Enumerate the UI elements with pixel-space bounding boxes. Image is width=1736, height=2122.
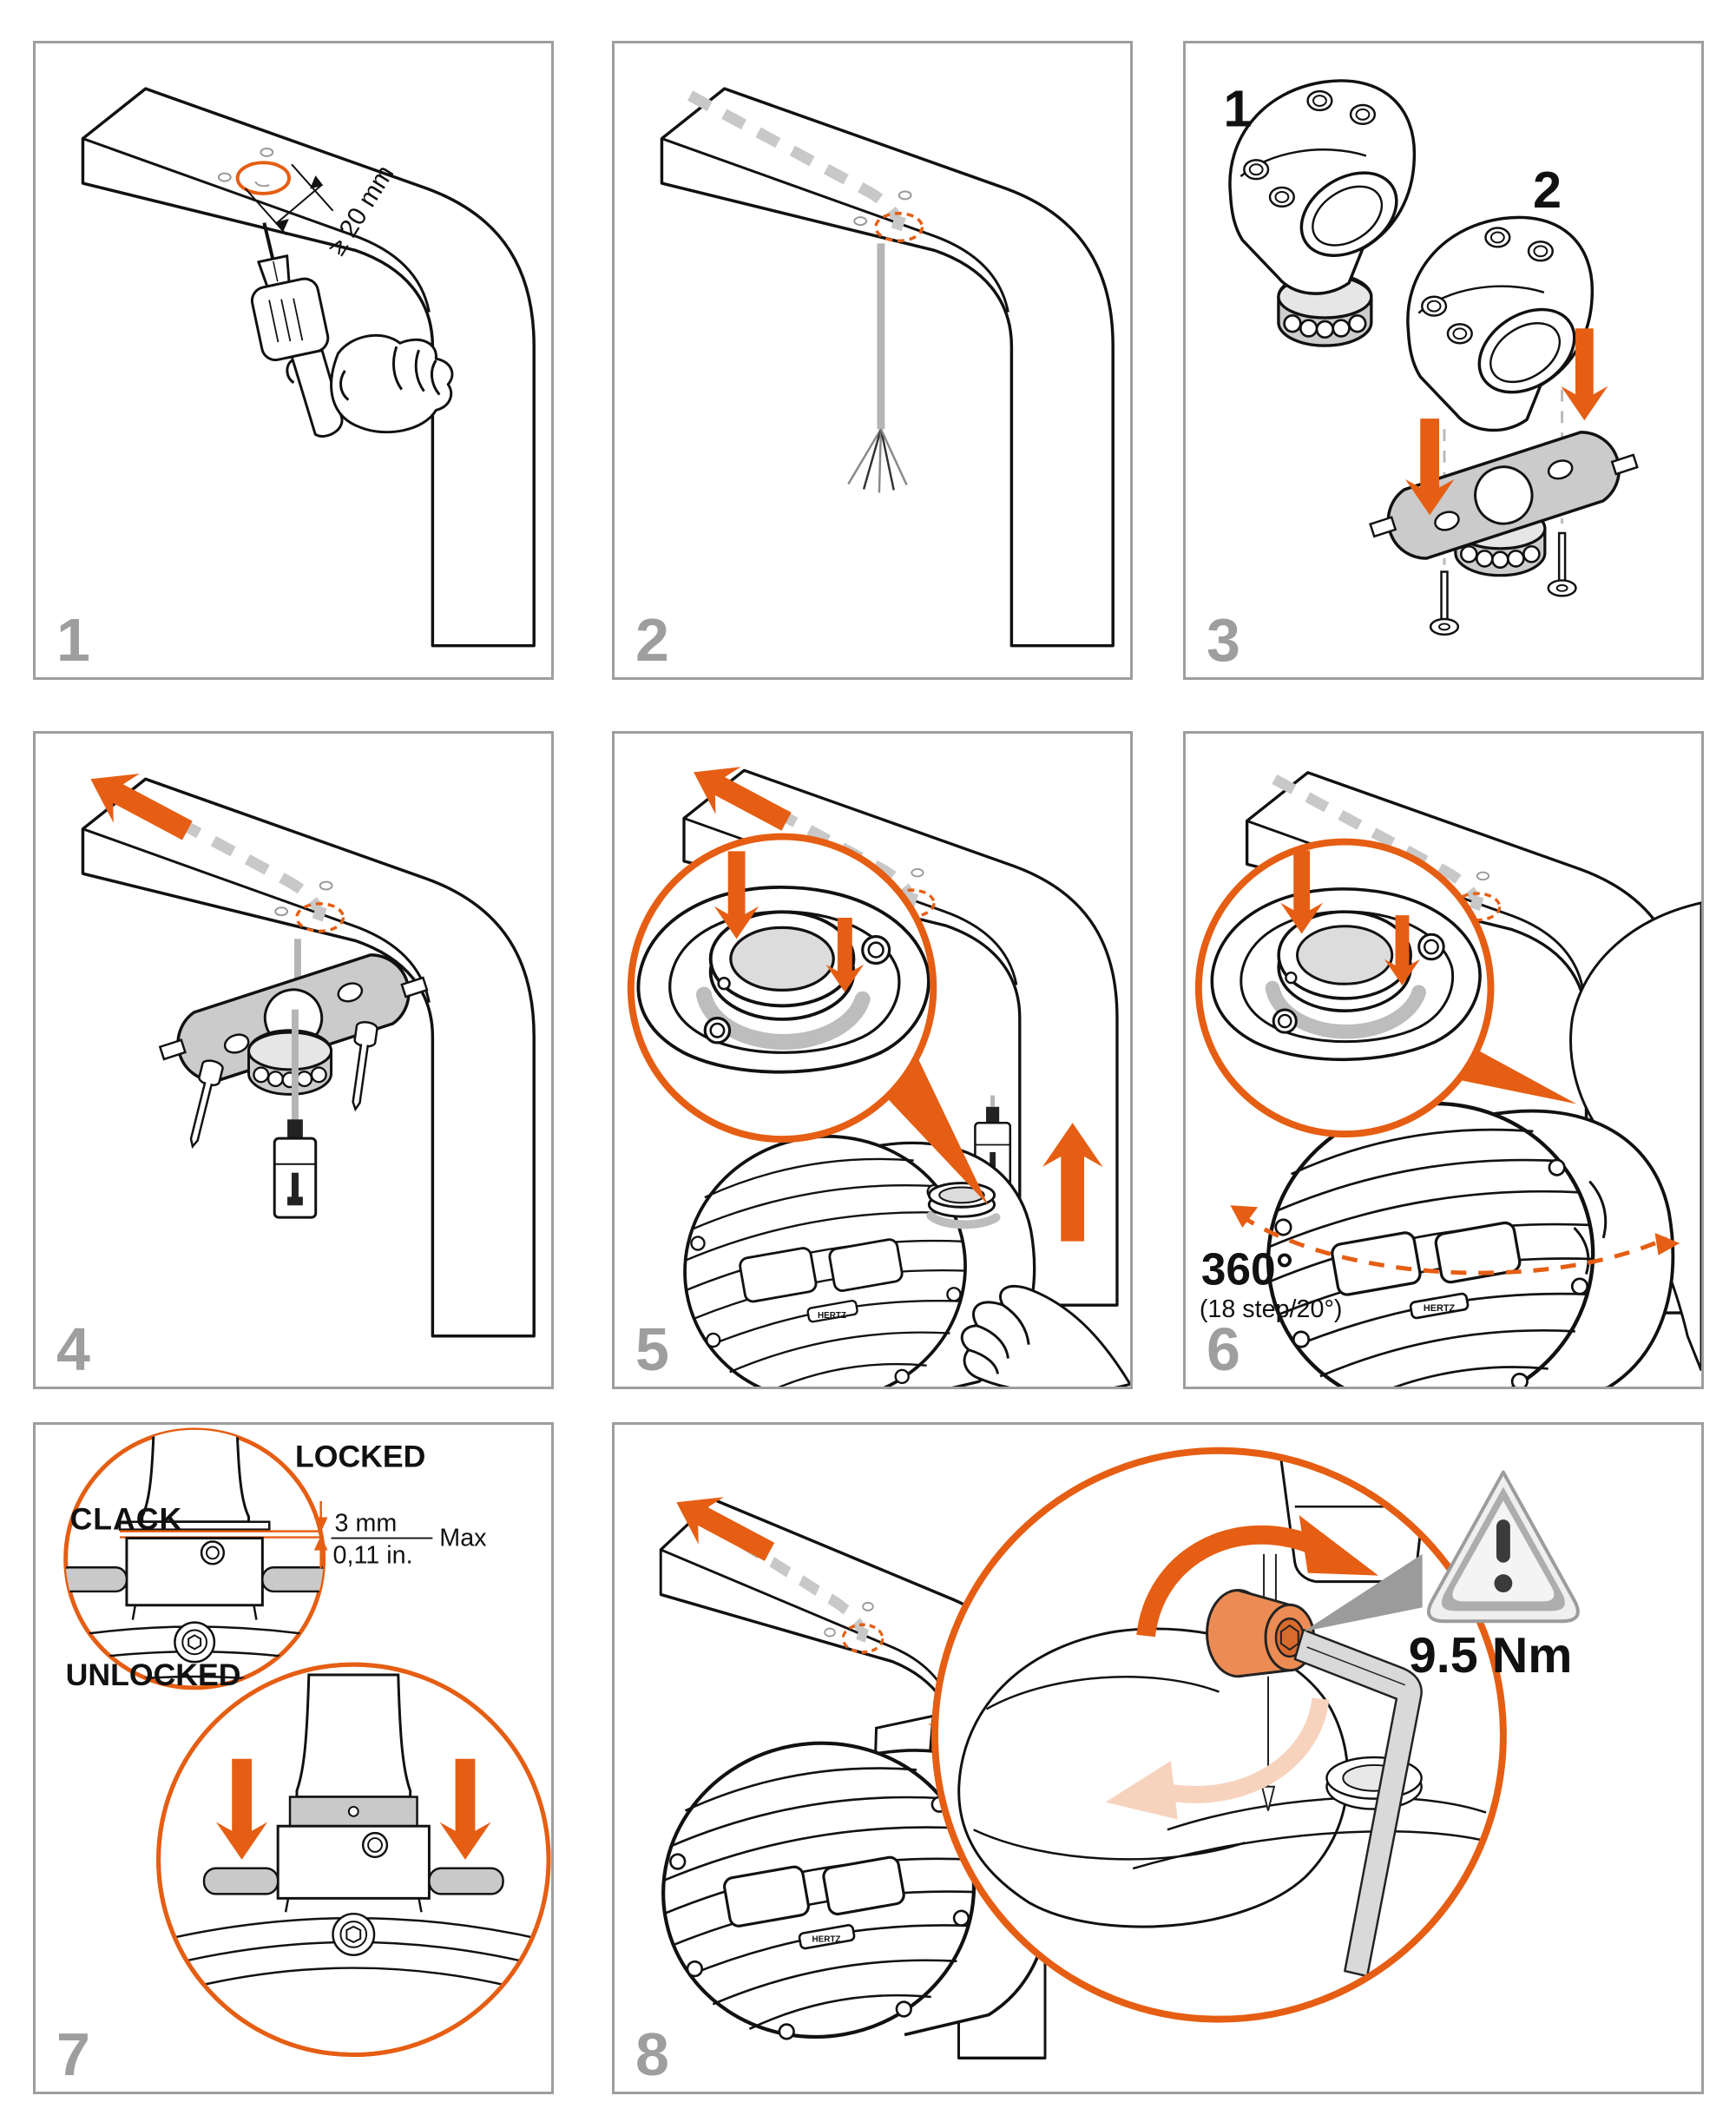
brand-badge: HERTZ xyxy=(818,1311,846,1321)
step5-attach-speaker-illustration: HERTZ xyxy=(627,748,1130,1387)
step-number: 3 xyxy=(1207,606,1242,674)
detail-circle xyxy=(931,1447,1507,2023)
ccw-arrow-icon xyxy=(1105,1697,1330,1820)
panel-step-7: CLACK LOCKED 3 mm 0,11 in. Max UNLOCKED xyxy=(33,1422,554,2094)
clamp-option-2-icon xyxy=(1406,215,1595,432)
step-number: 1 xyxy=(56,606,92,674)
warning-triangle-icon xyxy=(1426,1470,1580,1624)
step-number: 8 xyxy=(635,2020,671,2088)
hex-key-icon xyxy=(1293,1628,1423,1978)
unlocked-label: UNLOCKED xyxy=(66,1657,241,1692)
brand-badge: HERTZ xyxy=(812,1934,840,1944)
rotation-label: 360° xyxy=(1201,1243,1293,1294)
brand-badge: HERTZ xyxy=(1424,1303,1456,1314)
step2-cable-illustration xyxy=(660,87,1115,648)
option1-label: 1 xyxy=(1224,80,1253,138)
tower-bar xyxy=(660,87,1115,648)
panel-step-4: 4 xyxy=(33,731,554,1389)
step6-rotate-speaker-illustration: HERTZ 360° (18 step/20°) xyxy=(1194,771,1701,1387)
step8-torque-illustration: HERTZ xyxy=(615,1447,1580,2092)
panel-step-5: HERTZ xyxy=(612,731,1133,1389)
panel-step-3: 1 2 3 xyxy=(1183,41,1704,680)
step-number: 5 xyxy=(635,1315,671,1383)
option2-label: 2 xyxy=(1533,161,1562,219)
rotation-note: (18 step/20°) xyxy=(1200,1295,1343,1323)
tower-bar xyxy=(81,87,536,648)
magnifier-pointer xyxy=(1450,1045,1577,1104)
gap-dimension: 3 mm 0,11 in. Max xyxy=(313,1500,487,1569)
step3-clamp-options-illustration: 1 2 xyxy=(1224,79,1646,636)
panel-step-2: 2 xyxy=(612,41,1133,680)
gap-limit: Max xyxy=(439,1524,487,1552)
panel-step-1: ≥ 20 mm xyxy=(33,41,554,680)
hand-icon xyxy=(330,333,454,434)
click-sound-label: CLACK xyxy=(70,1502,183,1537)
hand-icon xyxy=(960,1285,1130,1387)
gap-mm: 3 mm xyxy=(335,1510,398,1538)
unlocked-detail-circle xyxy=(156,1662,551,2058)
step-number: 6 xyxy=(1207,1315,1242,1383)
drill-icon xyxy=(250,222,344,438)
panel-step-8: HERTZ xyxy=(612,1422,1704,2094)
speaker-icon: HERTZ xyxy=(1244,1077,1673,1387)
step-number: 7 xyxy=(56,2020,92,2088)
step-number: 4 xyxy=(56,1315,92,1383)
step7-lock-check-illustration: CLACK LOCKED 3 mm 0,11 in. Max UNLOCKED xyxy=(63,1427,551,2058)
drill-hole-marker xyxy=(235,161,292,195)
detail-circle xyxy=(1194,838,1495,1138)
hole-dimension xyxy=(244,163,334,236)
step-number: 2 xyxy=(635,606,671,674)
speaker-icon: HERTZ xyxy=(661,1112,1036,1387)
panel-step-6: HERTZ 360° (18 step/20°) xyxy=(1183,731,1704,1389)
clamp-option-1-icon xyxy=(1228,79,1417,347)
locking-bolt-icon xyxy=(1206,1589,1316,1678)
speaker-icon: HERTZ xyxy=(640,1714,1050,2061)
cable xyxy=(847,243,908,493)
connector-icon xyxy=(273,1117,318,1219)
warning-pointer xyxy=(1303,1553,1423,1632)
gap-in: 0,11 in. xyxy=(333,1541,413,1569)
locked-label: LOCKED xyxy=(295,1439,425,1473)
rotation-arc-icon xyxy=(1230,1205,1680,1275)
step1-drill-illustration: ≥ 20 mm xyxy=(81,87,536,648)
detail-circle xyxy=(627,833,937,1143)
step4-plate-mount-illustration xyxy=(77,754,536,1338)
screw-icon xyxy=(1547,531,1577,597)
torque-label: 9.5 Nm xyxy=(1409,1628,1573,1684)
screw-icon xyxy=(181,1058,226,1150)
locked-detail-circle: CLACK xyxy=(63,1427,326,1690)
mounting-plate-icon xyxy=(1361,417,1646,577)
speaker-mount-collar xyxy=(926,1182,1001,1229)
screw-icon xyxy=(1429,570,1460,636)
